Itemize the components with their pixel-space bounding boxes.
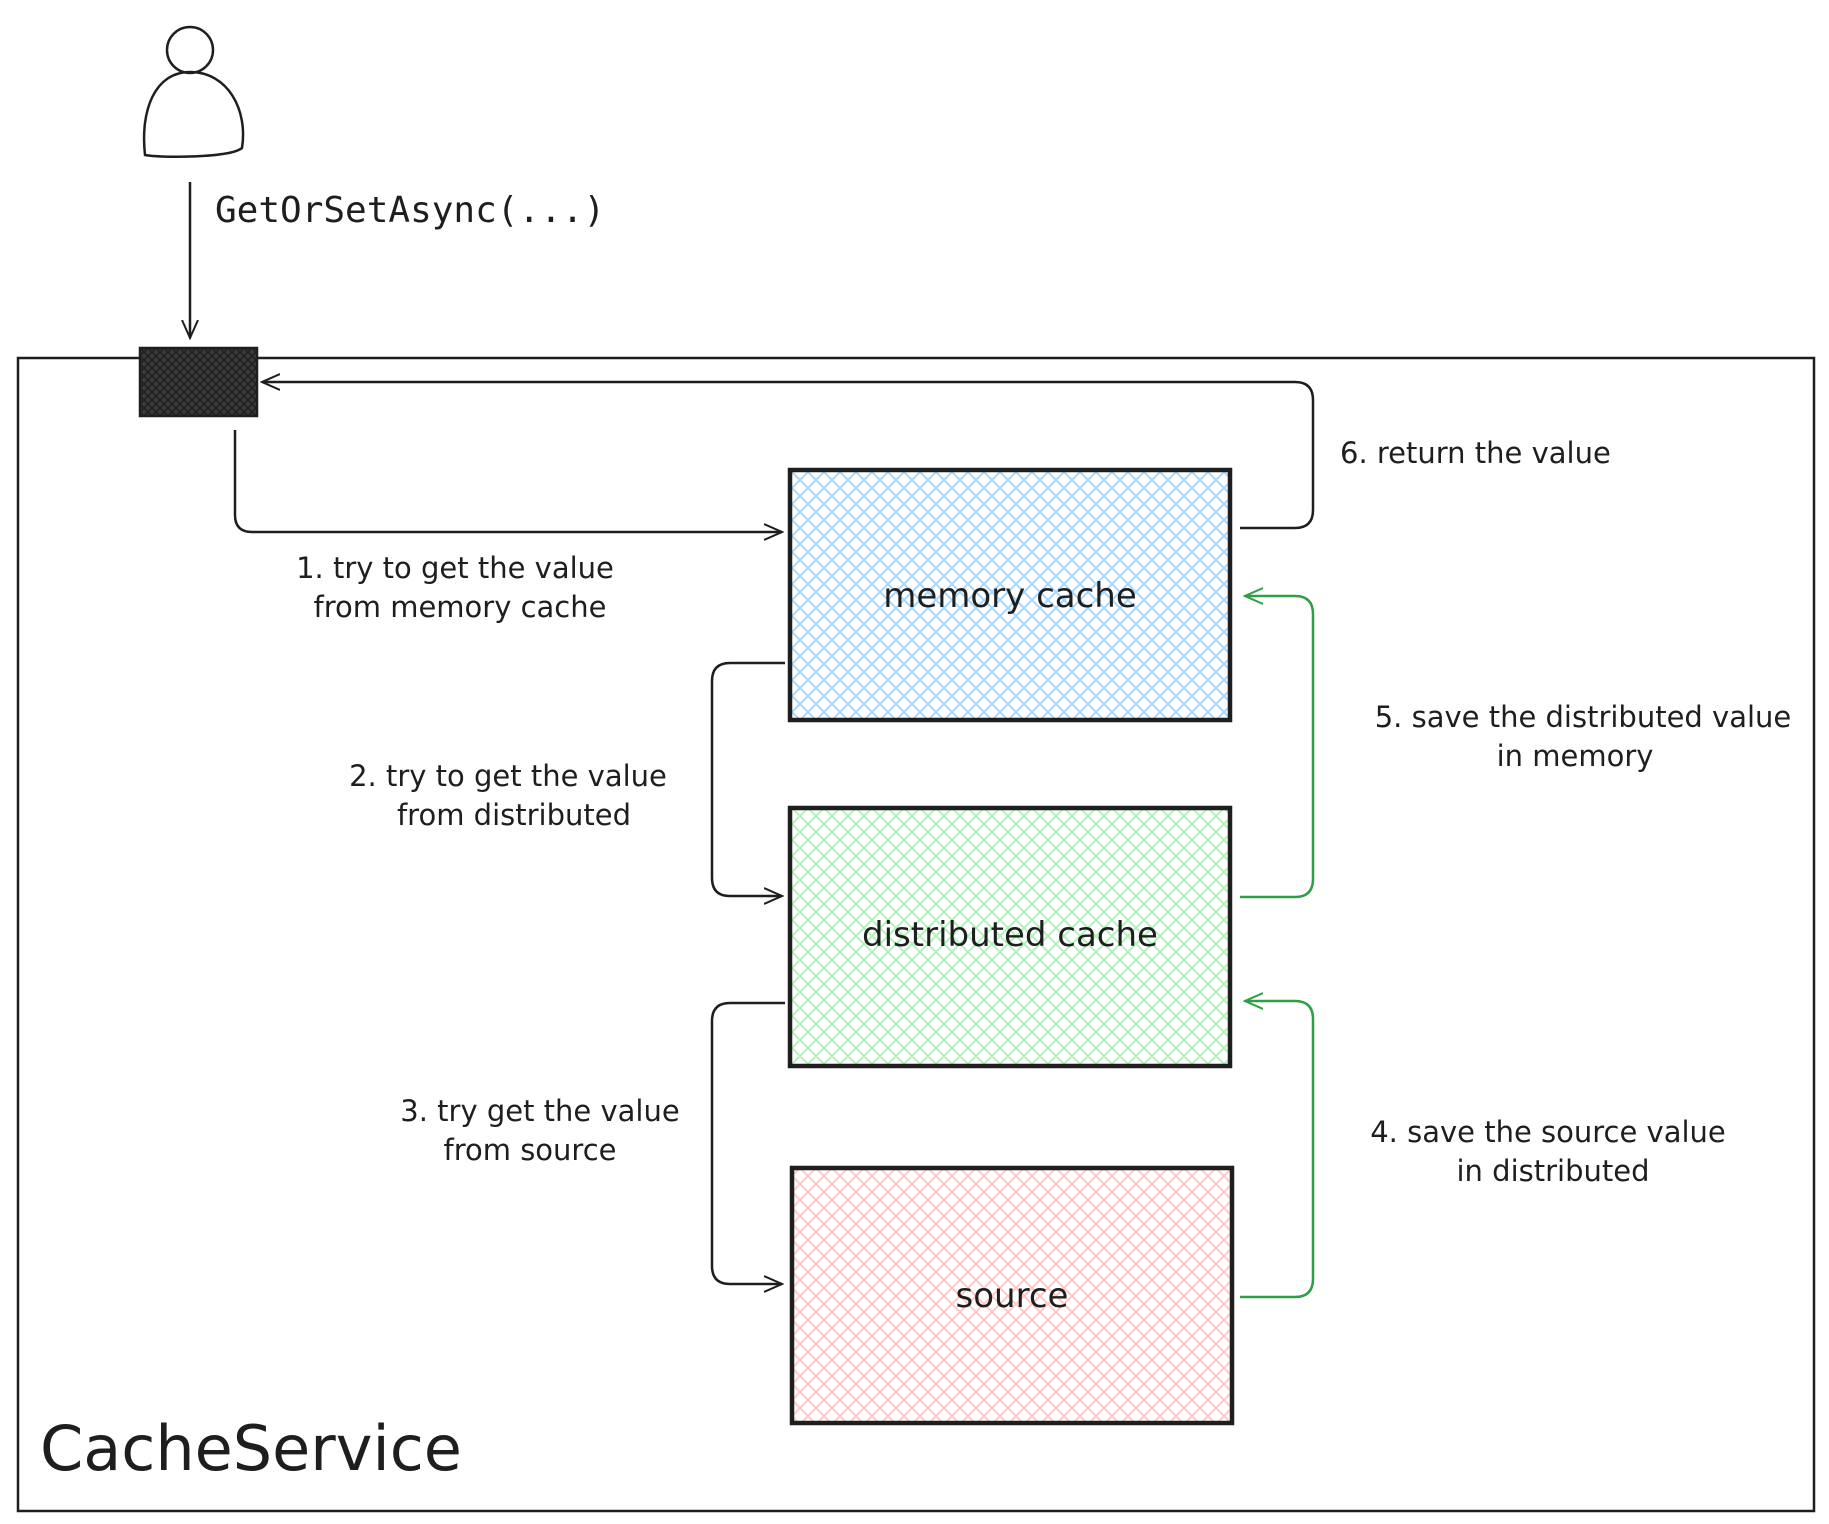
memory-cache-box: memory cache (787, 467, 1233, 723)
distributed-cache-label: distributed cache (862, 915, 1158, 955)
step-2-label-line1: 2. try to get the value (349, 759, 667, 793)
step-6-label: 6. return the value (1340, 436, 1611, 470)
distributed-cache-box: distributed cache (787, 805, 1233, 1069)
step-4-label-line1: 4. save the source value (1370, 1115, 1726, 1149)
step-5-label-line2: in memory (1497, 739, 1654, 773)
cache-service-container (16, 356, 1816, 1513)
step-1-label-line2: from memory cache (314, 590, 607, 624)
cache-service-label: CacheService (40, 1412, 462, 1485)
step-1-arrow (233, 430, 782, 532)
memory-cache-label: memory cache (883, 576, 1137, 616)
step-5-arrow (1240, 596, 1315, 899)
step-3-arrow (710, 1001, 785, 1284)
step-4-arrow (1240, 1001, 1315, 1299)
step-6-arrow (262, 382, 1315, 530)
entry-point-block (138, 346, 259, 418)
step-5-label-line1: 5. save the distributed value (1375, 700, 1792, 734)
step-3-label-line1: 3. try get the value (400, 1094, 679, 1128)
source-box: source (789, 1165, 1235, 1426)
step-2-label-line2: from distributed (397, 798, 631, 832)
user-actor-icon (142, 25, 245, 158)
source-label: source (956, 1276, 1069, 1316)
step-4-label-line2: in distributed (1457, 1154, 1650, 1188)
call-label: GetOrSetAsync(...) (215, 190, 605, 231)
step-2-arrow (710, 661, 785, 896)
step-1-label-line1: 1. try to get the value (296, 551, 614, 585)
step-3-label-line2: from source (443, 1133, 616, 1167)
